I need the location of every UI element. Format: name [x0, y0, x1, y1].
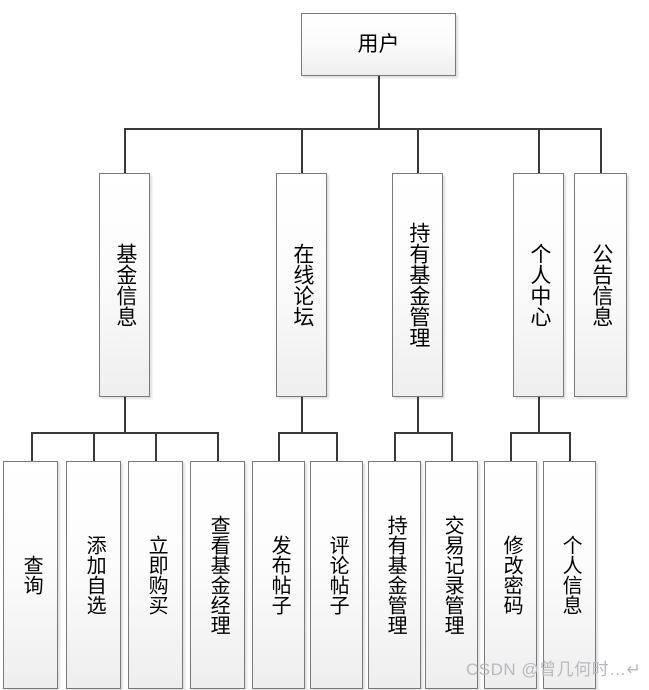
node-label: 用户: [357, 32, 400, 56]
connector-drop-held-fund-mgmt: [417, 128, 419, 173]
connector-stem-personal-center: [538, 397, 540, 433]
connector-drop-comment-thread: [336, 432, 338, 461]
node-announcement[interactable]: 公告信息: [574, 173, 627, 397]
connector-main-bus: [124, 128, 602, 130]
node-label: 公告信息: [589, 243, 613, 327]
node-label: 评论帖子: [326, 535, 349, 615]
node-label: 个人信息: [559, 535, 582, 615]
node-label: 基金信息: [113, 243, 137, 327]
connector-bus-personal-center: [510, 432, 570, 434]
node-label: 持有基金管理: [384, 515, 407, 635]
connector-drop-fund-info: [124, 128, 126, 173]
csdn-watermark: CSDN @曾几何时…↵: [466, 660, 642, 679]
node-root-user[interactable]: 用户: [301, 13, 456, 76]
connector-stem-held-fund-mgmt: [417, 397, 419, 433]
connector-drop-trade-record-mgmt: [451, 432, 453, 461]
connector-drop-change-password: [510, 432, 512, 461]
connector-stem-online-forum: [301, 397, 303, 433]
node-view-fund-manager[interactable]: 查看基金经理: [190, 461, 245, 689]
node-personal-info[interactable]: 个人信息: [543, 461, 596, 689]
node-post-thread[interactable]: 发布帖子: [252, 461, 305, 689]
connector-drop-view-fund-manager: [217, 432, 219, 461]
node-label: 个人中心: [527, 243, 551, 327]
node-label: 查询: [20, 555, 43, 595]
connector-stem-fund-info: [124, 397, 126, 433]
connector-bus-fund-info: [31, 432, 219, 434]
connector-drop-personal-center: [538, 128, 540, 173]
node-label: 添加自选: [83, 535, 106, 615]
node-online-forum[interactable]: 在线论坛: [276, 173, 327, 397]
connector-drop-announcement: [600, 128, 602, 173]
node-buy-now[interactable]: 立即购买: [128, 461, 183, 689]
connector-bus-held-fund-mgmt: [394, 432, 452, 434]
connector-drop-add-watchlist: [93, 432, 95, 461]
node-label: 发布帖子: [268, 535, 291, 615]
node-query[interactable]: 查询: [3, 461, 58, 689]
connector-drop-personal-info: [569, 432, 571, 461]
node-label: 交易记录管理: [441, 515, 464, 635]
node-fund-info[interactable]: 基金信息: [99, 173, 150, 397]
node-label: 查看基金经理: [207, 515, 230, 635]
node-label: 在线论坛: [290, 243, 314, 327]
node-label: 持有基金管理: [406, 222, 430, 348]
node-comment-thread[interactable]: 评论帖子: [310, 461, 363, 689]
connector-drop-held-fund-manage: [394, 432, 396, 461]
connector-drop-buy-now: [155, 432, 157, 461]
node-label: 修改密码: [500, 535, 523, 615]
node-label: 立即购买: [145, 535, 168, 615]
node-trade-record-mgmt[interactable]: 交易记录管理: [425, 461, 478, 689]
connector-drop-query: [31, 432, 33, 461]
node-add-watchlist[interactable]: 添加自选: [66, 461, 121, 689]
node-change-password[interactable]: 修改密码: [484, 461, 537, 689]
node-personal-center[interactable]: 个人中心: [513, 173, 564, 397]
connector-drop-online-forum: [301, 128, 303, 173]
connector-root-stem: [378, 76, 380, 129]
connector-drop-post-thread: [278, 432, 280, 461]
node-held-fund-manage[interactable]: 持有基金管理: [368, 461, 421, 689]
connector-bus-online-forum: [278, 432, 337, 434]
node-held-fund-mgmt[interactable]: 持有基金管理: [392, 173, 443, 397]
